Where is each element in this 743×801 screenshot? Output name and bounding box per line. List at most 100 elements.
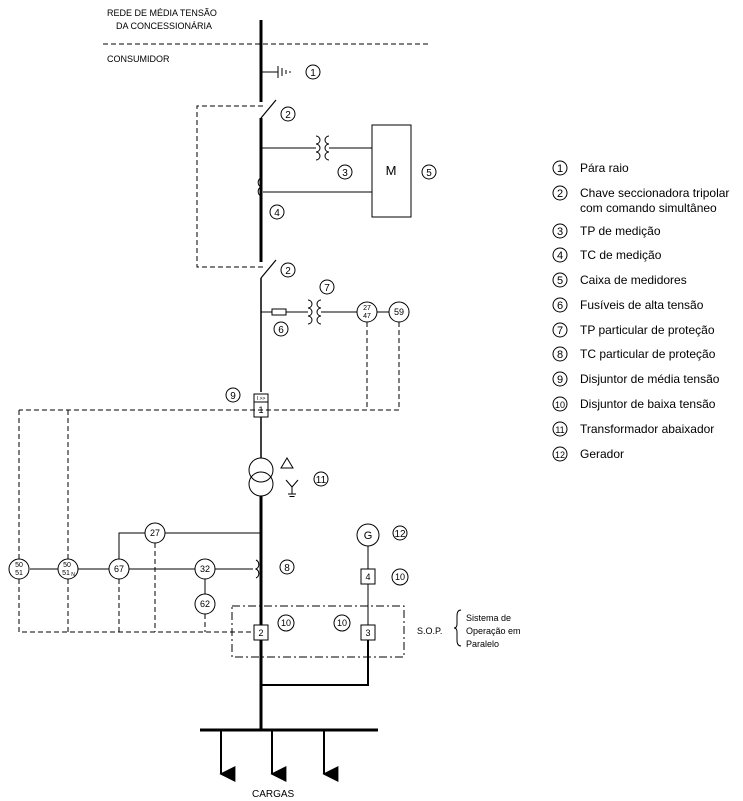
callout-2b [280, 262, 296, 278]
transformer-primary [248, 457, 274, 483]
legend-num-7: 7 [557, 325, 563, 337]
relay-27-47-label-b: 47 [363, 313, 371, 320]
trip-bus-lower [18, 579, 254, 633]
callout-10a-label: 10 [281, 618, 291, 628]
callout-3 [337, 164, 353, 180]
sop-brace [453, 609, 462, 647]
legend-num-10: 10 [555, 400, 565, 410]
breaker-3-label: 3 [365, 628, 370, 638]
protection-ct-icon [254, 559, 260, 579]
breaker-4-label: 4 [365, 572, 370, 582]
callout-4-label: 4 [274, 208, 280, 219]
callout-12 [392, 525, 408, 541]
callout-3-label: 3 [342, 168, 348, 179]
callout-11 [313, 471, 329, 487]
legend-num-12: 12 [555, 450, 565, 460]
legend-num-circle-2 [552, 185, 568, 201]
consumer-label: CONSUMIDOR [107, 54, 170, 64]
legend-num-circle-4 [552, 247, 568, 263]
relay-27-47-label-a: 27 [363, 305, 371, 312]
breaker-2-label: 2 [258, 628, 263, 638]
callout-7-label: 7 [324, 283, 330, 294]
relay-50-51-label-a: 50 [15, 562, 23, 569]
callout-5 [421, 164, 437, 180]
relay-67-label: 67 [114, 564, 124, 574]
callout-10b [333, 614, 351, 632]
legend-num-circle-7 [552, 322, 568, 338]
relay-27-voltage-line [118, 532, 261, 560]
relay-59-label: 59 [394, 307, 404, 317]
legend-text-11: Transformador abaixador [580, 422, 714, 436]
legend-num-3: 3 [557, 226, 563, 238]
legend-text-6: Fusíveis de alta tensão [580, 298, 704, 312]
surge-arrester-icon [261, 66, 291, 78]
legend-text-9: Disjuntor de média tensão [580, 372, 720, 386]
disconnect-switch-icon-2 [260, 259, 277, 279]
legend-text-4: TC de medição [580, 248, 662, 262]
callout-7 [319, 279, 335, 295]
trip-bus-line [19, 322, 400, 411]
legend-text-8: TC particular de proteção [580, 347, 716, 361]
relay-32-label: 32 [200, 564, 210, 574]
meter-box-label: M [386, 163, 397, 178]
relay-50-51N-label-b: 51 [62, 570, 70, 577]
legend-num-4: 4 [557, 250, 563, 262]
callout-5-label: 5 [426, 168, 432, 179]
legend-num-5: 5 [557, 275, 563, 287]
legend-num-circle-9 [552, 371, 568, 387]
legend-text-12: Gerador [580, 447, 624, 461]
legend-num-circle-1 [552, 160, 568, 176]
protection-tp-icon [307, 299, 322, 325]
callout-10c [391, 568, 409, 586]
transformer-secondary [248, 471, 274, 497]
legend-num-11: 11 [555, 425, 564, 435]
callout-2a-label: 2 [285, 110, 291, 121]
legend-num-circle-8 [552, 346, 568, 362]
sop-box [231, 605, 405, 658]
relay-27-label: 27 [150, 528, 160, 538]
legend-num-circle-3 [552, 223, 568, 239]
callout-1 [305, 64, 321, 80]
callout-9 [225, 387, 241, 403]
legend-num-circle-11 [552, 421, 568, 437]
legend-text-7: TP particular de proteção [580, 323, 715, 337]
callout-1-label: 1 [310, 68, 316, 79]
callout-6 [273, 321, 289, 337]
breaker-1-top-label: I >> [257, 396, 266, 402]
legend-num-circle-6 [552, 297, 568, 313]
relay-50-51-label-b: 51 [15, 570, 23, 577]
meter-box [371, 124, 412, 218]
legend-text-3: TP de medição [580, 224, 661, 238]
callout-11-label: 11 [316, 475, 327, 486]
legend-num-9: 9 [557, 374, 563, 386]
callout-2a [280, 106, 296, 122]
sop-desc-2: Operação em [466, 626, 521, 636]
callout-6-label: 6 [278, 325, 284, 336]
legend-num-circle-5 [552, 272, 568, 288]
callout-8 [279, 559, 295, 575]
generator-tie-line [261, 640, 369, 686]
callout-12-label: 12 [394, 529, 406, 540]
loads-label: CARGAS [252, 789, 295, 800]
callout-9-label: 9 [230, 391, 236, 402]
legend-num-circle-12 [552, 446, 568, 462]
breaker-1-label: 1 [258, 405, 263, 415]
disconnect-switch-icon [260, 99, 277, 119]
legend-text-1: Pára raio [580, 161, 629, 175]
legend-text-5: Caixa de medidores [580, 273, 687, 287]
generator-label: G [364, 530, 373, 542]
relay-62-label: 62 [200, 599, 210, 609]
callout-4 [269, 204, 285, 220]
legend-num-2: 2 [557, 188, 563, 200]
current-transformer-icon [257, 177, 263, 197]
delta-icon [280, 457, 294, 469]
wye-grounded-icon [285, 479, 299, 497]
utility-grid-label-2: DA CONCESSIONÁRIA [116, 21, 212, 31]
legend-text-2: Chave seccionadora tripolar [580, 186, 729, 200]
callout-2b-label: 2 [285, 266, 291, 277]
legend-text-2-line2: com comando simultâneo [580, 201, 717, 215]
sop-label: S.O.P. [417, 626, 442, 636]
callout-10b-label: 10 [337, 618, 347, 628]
legend-num-circle-10 [552, 396, 568, 412]
callout-8-label: 8 [284, 563, 290, 574]
